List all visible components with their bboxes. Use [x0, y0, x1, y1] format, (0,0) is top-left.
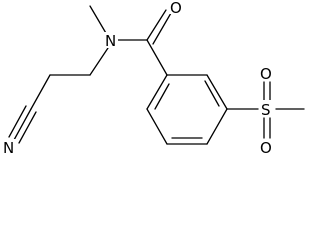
sulfonyl-oxygen-top-label: O	[260, 65, 272, 83]
bond-nitrile-triple-3	[18, 111, 37, 144]
bond-carbonyl-ring	[146, 39, 168, 76]
nitrile-nitrogen-label: N	[3, 139, 14, 157]
sulfur-label: S	[261, 101, 271, 119]
ring-bond-6	[146, 74, 168, 110]
bond-layer	[8, 5, 305, 145]
bond-nitrile-triple-1	[13, 108, 32, 141]
structure-diagram: N O N S O O	[2, 0, 305, 157]
ring-inner-double-3	[154, 83, 170, 110]
atom-layer: N O N S O O	[2, 0, 273, 157]
ring-bond-2	[206, 74, 228, 110]
bond-ch2-nitrile-carbon	[30, 74, 51, 110]
carbonyl-oxygen-label: O	[170, 0, 182, 17]
bond-n-ch2	[89, 47, 109, 76]
ring-bond-5	[146, 108, 168, 145]
sulfonyl-oxygen-bottom-label: O	[260, 139, 272, 157]
bond-carbonyl-double-1	[146, 9, 167, 41]
ring-inner-double-1	[204, 80, 220, 107]
amide-nitrogen-label: N	[105, 32, 116, 50]
bond-carbonyl-double-2	[152, 12, 172, 45]
molecule-canvas: N O N S O O	[2, 0, 305, 157]
bond-nitrile-triple-2	[8, 105, 27, 138]
ring-bond-3	[206, 108, 228, 145]
